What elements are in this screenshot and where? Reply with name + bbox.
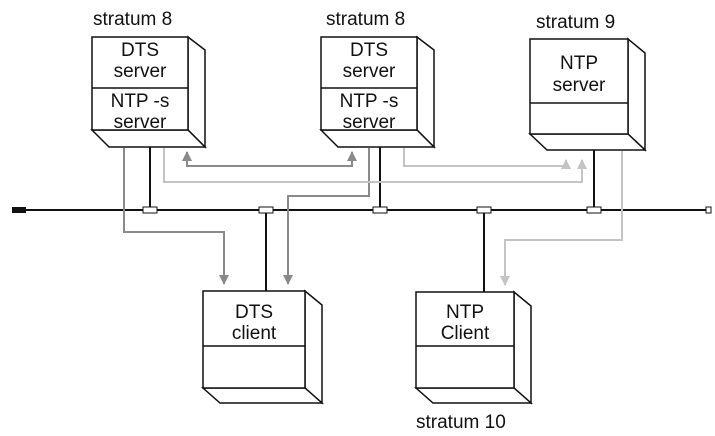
arrow-dts-b-to-dts-client — [283, 148, 370, 285]
arrow-dts-a-dts-b-link — [186, 160, 353, 167]
service-label: NTP -s — [111, 91, 170, 112]
service-label: server — [114, 61, 167, 82]
stratum-label: stratum 9 — [536, 12, 615, 33]
box-bottom — [414, 387, 533, 404]
box-face — [91, 36, 189, 131]
service-label: server — [343, 112, 396, 133]
service-label: NTP — [446, 302, 484, 323]
bus-drops — [149, 147, 595, 292]
stratum-label: stratum 10 — [416, 412, 506, 433]
arrow-dts-a-to-ntp-server — [163, 148, 587, 183]
arrow-dts-b-to-ntp-server — [403, 148, 571, 169]
service-label: client — [232, 323, 277, 344]
service-label: DTS — [235, 302, 273, 323]
bus-tap — [142, 206, 158, 214]
sync-arrows — [123, 148, 623, 286]
bus-tap — [372, 206, 388, 214]
ntp-client-node: NTP Client stratum 10 — [414, 290, 533, 433]
service-label: server — [114, 112, 167, 133]
service-label: server — [343, 61, 396, 82]
box-bottom — [528, 133, 647, 151]
box-side — [187, 35, 206, 149]
service-label: NTP -s — [340, 91, 399, 112]
service-label: Client — [441, 323, 490, 344]
bus-terminator-right — [705, 206, 712, 214]
box-side — [627, 37, 646, 152]
ntp-server-node: stratum 9 NTP server — [528, 12, 647, 152]
stratum-label: stratum 8 — [93, 9, 172, 30]
arrow-ntp-server-to-ntp-client — [500, 151, 623, 286]
stratum-label: stratum 8 — [326, 9, 405, 30]
box-face — [529, 38, 629, 135]
bus-terminator-left — [12, 207, 26, 213]
service-label: DTS — [121, 40, 159, 61]
service-label: server — [553, 75, 606, 96]
dts-server-b-node: stratum 8 DTS server NTP -s server — [319, 9, 436, 149]
service-label: DTS — [350, 40, 388, 61]
box-face — [415, 291, 515, 389]
dts-client-node: DTS client — [201, 289, 324, 405]
bus-tap — [476, 206, 492, 214]
arrow-dts-a-to-dts-client — [123, 148, 229, 285]
box-side — [416, 35, 435, 149]
box-face — [202, 290, 306, 389]
bus-tap — [258, 206, 274, 214]
bus-tap — [586, 206, 602, 214]
box-side — [513, 290, 532, 405]
dts-server-a-node: stratum 8 DTS server NTP -s server — [90, 9, 207, 149]
box-bottom — [201, 387, 324, 404]
box-side — [304, 289, 323, 405]
service-label: NTP — [560, 53, 598, 74]
network-bus — [12, 206, 712, 214]
box-face — [320, 36, 418, 131]
